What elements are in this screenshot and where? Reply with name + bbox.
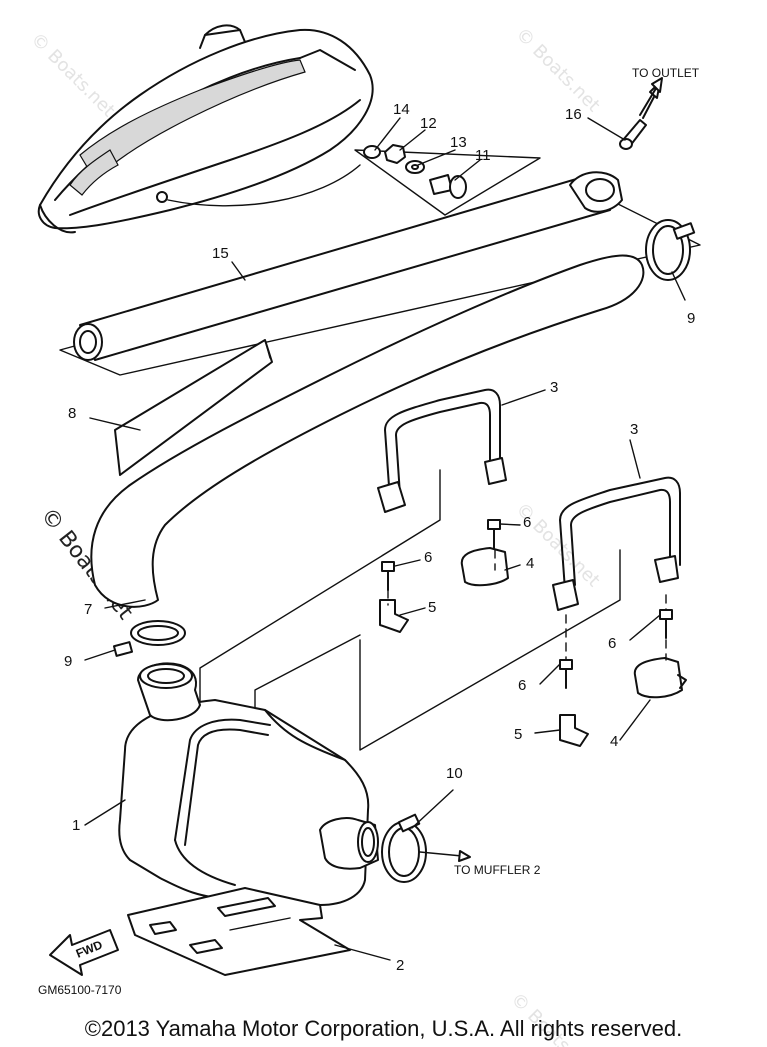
to-outlet-label: TO OUTLET xyxy=(632,66,700,80)
callout-2: 2 xyxy=(396,957,404,974)
assembly-lines xyxy=(199,469,667,761)
callout-12: 12 xyxy=(420,115,437,132)
callout-11: 11 xyxy=(475,147,491,164)
callout-5-upper: 5 xyxy=(428,599,436,616)
callout-9-lower: 9 xyxy=(64,653,72,670)
watermark: © Boats.net xyxy=(511,24,603,116)
callout-6-b: 6 xyxy=(424,549,432,566)
part-4-rubber-upper xyxy=(460,547,509,587)
callout-3-lower: 3 xyxy=(630,421,638,438)
fwd-arrow-icon: FWD xyxy=(49,929,119,976)
watermark: © Boats.net xyxy=(26,29,118,121)
part-10-hose-clamp xyxy=(381,813,427,883)
part-7-hose xyxy=(90,254,645,608)
part-2-plate xyxy=(127,887,351,976)
callout-13: 13 xyxy=(450,134,467,151)
callout-6-d: 6 xyxy=(518,677,526,694)
watercraft-hull-illustration xyxy=(37,24,374,234)
callout-8: 8 xyxy=(68,405,76,422)
callout-6-c: 6 xyxy=(608,635,616,652)
part-6-bolts xyxy=(381,519,673,689)
callout-16: 16 xyxy=(565,106,582,123)
copyright-notice: ©2013 Yamaha Motor Corporation, U.S.A. A… xyxy=(84,1016,683,1041)
callout-7: 7 xyxy=(84,601,92,618)
callout-4-upper: 4 xyxy=(526,555,534,572)
part-3-strap-upper xyxy=(377,388,507,513)
part-9-hose-clamp-upper xyxy=(645,219,696,281)
callout-9-upper: 9 xyxy=(687,310,695,327)
callout-10: 10 xyxy=(446,765,463,782)
part-4-rubber-lower xyxy=(633,657,687,699)
callout-5-lower: 5 xyxy=(514,726,522,743)
part-15-pipe xyxy=(59,171,701,376)
part-1-water-box xyxy=(118,662,379,906)
part-11-plug xyxy=(429,174,453,195)
part-9-hose-clamp-lower xyxy=(112,620,186,657)
leader-lines xyxy=(84,117,686,961)
part-3-strap-lower xyxy=(552,476,681,611)
callout-6-a: 6 xyxy=(523,514,531,531)
callout-3-upper: 3 xyxy=(550,379,558,396)
watermark: © Boats.net xyxy=(511,499,603,591)
callout-4-lower: 4 xyxy=(610,733,618,750)
outlet-arrow-icon xyxy=(639,77,663,116)
to-muffler-label: TO MUFFLER 2 xyxy=(454,863,541,877)
part-5-brackets xyxy=(379,599,589,747)
muffler-arrow-icon xyxy=(419,850,471,862)
callout-14: 14 xyxy=(393,101,410,118)
callout-1: 1 xyxy=(72,817,80,834)
callout-15: 15 xyxy=(212,245,229,262)
part-8-pad xyxy=(114,339,273,476)
part-code-label: GM65100-7170 xyxy=(38,983,122,997)
